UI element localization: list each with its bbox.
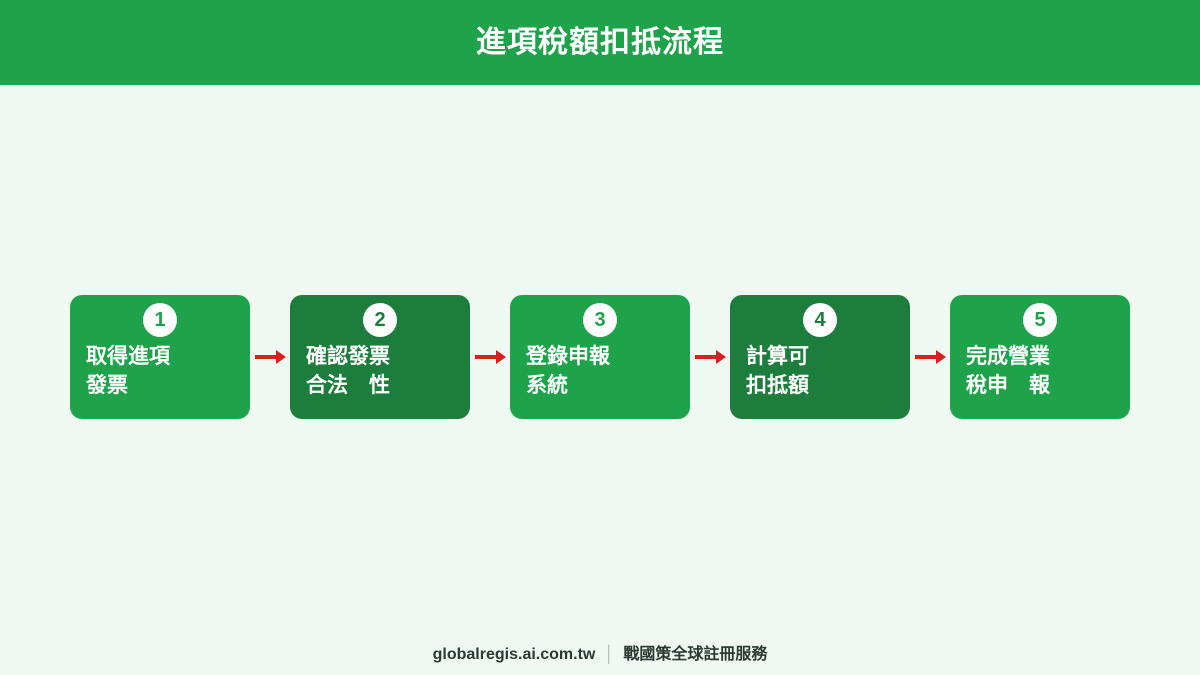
flow-step-card-5: 5 完成營業 稅申 報 [950,295,1130,419]
flow-step-card-1: 1 取得進項 發票 [70,295,250,419]
arrow-right-head-icon [936,350,946,364]
step-label-3: 登錄申報 系統 [526,345,610,397]
arrow-right-head-icon [496,350,506,364]
step-number-badge-2: 2 [363,303,397,337]
flow-step-card-4: 4 計算可 扣抵額 [730,295,910,419]
arrow-right-head-icon [276,350,286,364]
flow-connector-arrow-4 [910,295,950,419]
step-label-1: 取得進項 發票 [86,345,170,397]
flow-step-card-3: 3 登錄申報 系統 [510,295,690,419]
header-bar: 進項稅額扣抵流程 [0,0,1200,85]
arrow-right-icon [255,355,277,359]
arrow-right-icon [475,355,497,359]
footer: globalregis.ai.com.tw │ 戰國策全球註冊服務 [0,647,1200,663]
step-label-5: 完成營業 稅申 報 [966,345,1050,397]
page-title: 進項稅額扣抵流程 [476,25,724,59]
footer-separator: │ [604,646,615,663]
step-label-4: 計算可 扣抵額 [746,345,809,397]
arrow-right-icon [915,355,937,359]
flow-step-card-2: 2 確認發票 合法 性 [290,295,470,419]
process-flow-diagram: 1 取得進項 發票 2 確認發票 合法 性 3 登錄申報 系統 4 計算可 扣抵… [70,295,1130,419]
arrow-right-icon [695,355,717,359]
flow-connector-arrow-1 [250,295,290,419]
step-label-2: 確認發票 合法 性 [306,345,390,397]
flow-connector-arrow-3 [690,295,730,419]
footer-brand-name: 戰國策全球註冊服務 [623,646,768,663]
step-number-badge-1: 1 [143,303,177,337]
arrow-right-head-icon [716,350,726,364]
flow-connector-arrow-2 [470,295,510,419]
step-number-badge-3: 3 [583,303,617,337]
step-number-badge-4: 4 [803,303,837,337]
footer-site-url: globalregis.ai.com.tw [432,646,596,663]
step-number-badge-5: 5 [1023,303,1057,337]
